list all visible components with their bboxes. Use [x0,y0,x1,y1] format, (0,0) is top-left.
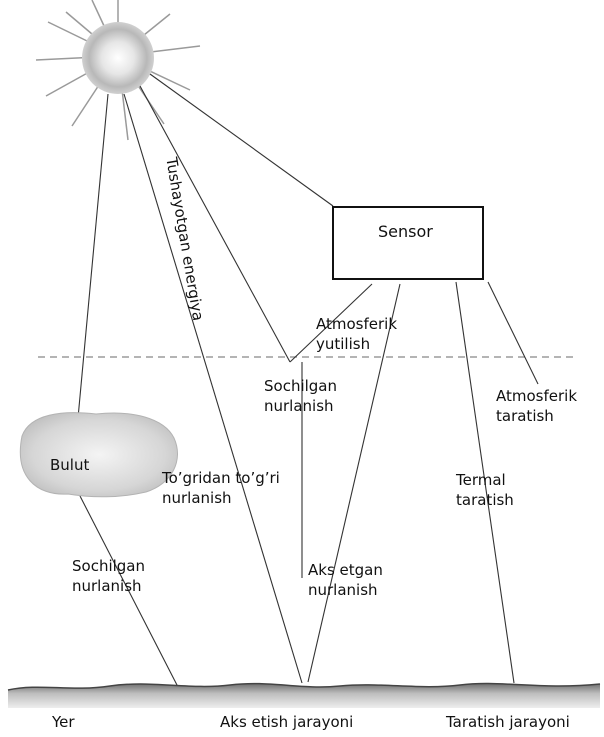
sun-to-ground-ray [123,93,303,684]
sensor-scatter-ray [289,283,373,363]
cloud-label: Bulut [50,456,90,474]
sun-to-sensor-ray [149,73,334,207]
sensor-label: Sensor [378,222,433,241]
sun-icon [82,22,154,94]
thermal-emission-label: Termal taratish [456,471,514,509]
ground-label: Yer [52,713,75,731]
sun-to-scatter-ray [139,85,291,363]
thermal-ray [455,281,515,684]
sun-to-cloud-ray [77,93,109,419]
reflection-process-label: Aks etish jarayoni [220,713,354,731]
cloud-icon [19,412,178,498]
atmospheric-emission-ray [487,281,539,385]
emission-process-label: Taratish jarayoni [446,713,570,731]
atmospheric-absorption-label: Atmosferik yutilish [316,315,398,353]
cloud-scatter-ray [79,495,179,688]
reflected-radiation-label: Aks etgan nurlanish [308,561,383,599]
ground-edge [7,682,601,691]
sensor-box: Sensor [332,206,484,280]
ground-surface [8,683,600,708]
radiation-paths [77,73,539,688]
direct-radiation-label: To’gridan to’g’ri nurlanish [162,469,280,507]
reflected-ray [307,283,401,683]
scattered-radiation-upper-label: Sochilgan nurlanish [264,377,338,415]
atmospheric-emission-label: Atmosferik taratish [496,387,578,425]
scattered-radiation-lower-label: Sochilgan nurlanish [72,557,146,595]
